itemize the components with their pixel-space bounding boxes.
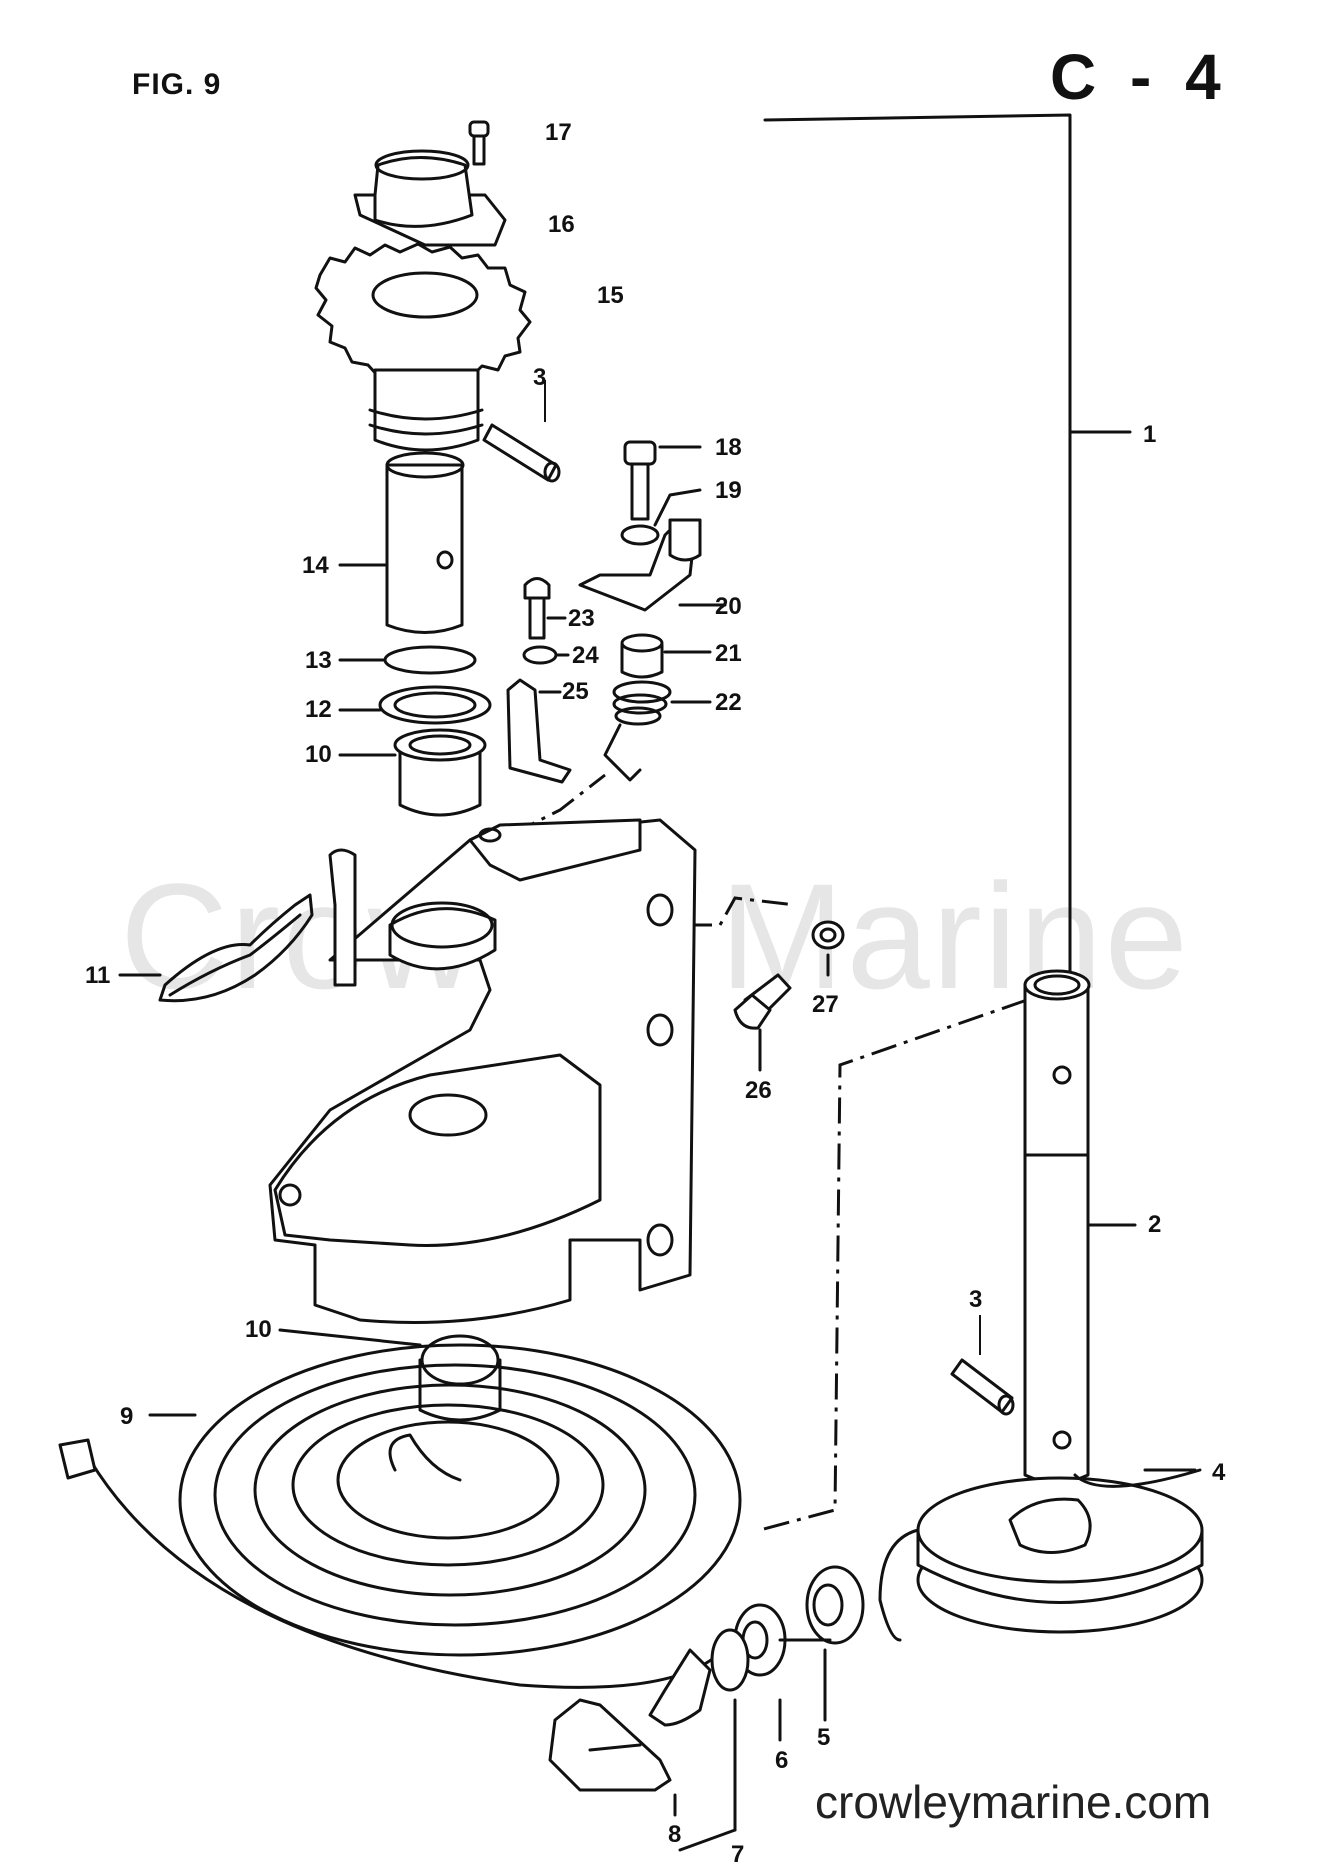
callout-18: 18	[715, 434, 742, 461]
spring-22	[603, 680, 712, 782]
callout-15: 15	[597, 282, 624, 309]
callout-7: 7	[731, 1841, 744, 1867]
callout-8: 8	[668, 1821, 681, 1848]
callout-6: 6	[775, 1747, 788, 1774]
callout-26: 26	[745, 1077, 772, 1104]
bolt-18	[623, 440, 702, 521]
callout-5: 5	[817, 1724, 830, 1751]
rope-guide-5	[805, 1565, 865, 1722]
page-code: C - 4	[1050, 41, 1229, 113]
handle-8	[548, 1648, 712, 1817]
stopper-plate-25	[506, 678, 572, 784]
callout-20: 20	[715, 593, 742, 620]
washer-12	[338, 685, 492, 725]
starter-housing	[268, 818, 697, 1324]
shaft-2	[1023, 969, 1137, 1484]
screw-17	[468, 120, 490, 166]
pulley-4	[878, 1468, 1204, 1642]
washer-19	[620, 488, 702, 546]
callout-14: 14	[302, 552, 329, 579]
bolt-23	[523, 577, 567, 640]
pin-3-upper	[482, 380, 561, 483]
cap-16	[353, 149, 507, 247]
pinion-shaft	[368, 368, 484, 452]
washer-24	[522, 645, 570, 665]
circlip-13	[338, 645, 477, 675]
gasket-11	[118, 893, 314, 1003]
callout-9: 9	[120, 1403, 133, 1430]
pin-3-lower	[950, 1315, 1015, 1416]
callout-13: 13	[305, 647, 332, 674]
sleeve-14	[338, 451, 465, 634]
callout-25: 25	[562, 678, 589, 705]
spiral-spring-9	[58, 1343, 742, 1689]
callout-3-upper: 3	[533, 364, 546, 391]
washer-27	[811, 920, 845, 977]
bush-21	[620, 633, 712, 679]
callout-2: 2	[1148, 1211, 1161, 1238]
callout-27: 27	[812, 991, 839, 1018]
callout-22: 22	[715, 689, 742, 716]
bolt-26	[733, 973, 792, 1072]
callout-21: 21	[715, 640, 742, 667]
callout-10-lower: 10	[245, 1316, 272, 1343]
callout-19: 19	[715, 477, 742, 504]
callout-12: 12	[305, 696, 332, 723]
figure-label: FIG. 9	[132, 68, 222, 101]
callout-1: 1	[1143, 421, 1156, 448]
callout-17: 17	[545, 119, 572, 146]
gear-15	[314, 242, 532, 384]
assembly-bracket	[759, 113, 1132, 1532]
callout-16: 16	[548, 211, 575, 238]
callout-11: 11	[85, 962, 110, 989]
callout-10-upper: 10	[305, 741, 332, 768]
bracket-20	[578, 518, 727, 612]
bushing-10-lower	[278, 1328, 502, 1422]
callout-3-lower: 3	[969, 1286, 982, 1313]
bushing-10-upper	[338, 728, 487, 817]
callout-4: 4	[1212, 1459, 1226, 1486]
callout-23: 23	[568, 605, 595, 632]
washer-7	[678, 1628, 750, 1852]
callout-24: 24	[572, 642, 599, 669]
website-label: crowleymarine.com	[815, 1776, 1212, 1828]
